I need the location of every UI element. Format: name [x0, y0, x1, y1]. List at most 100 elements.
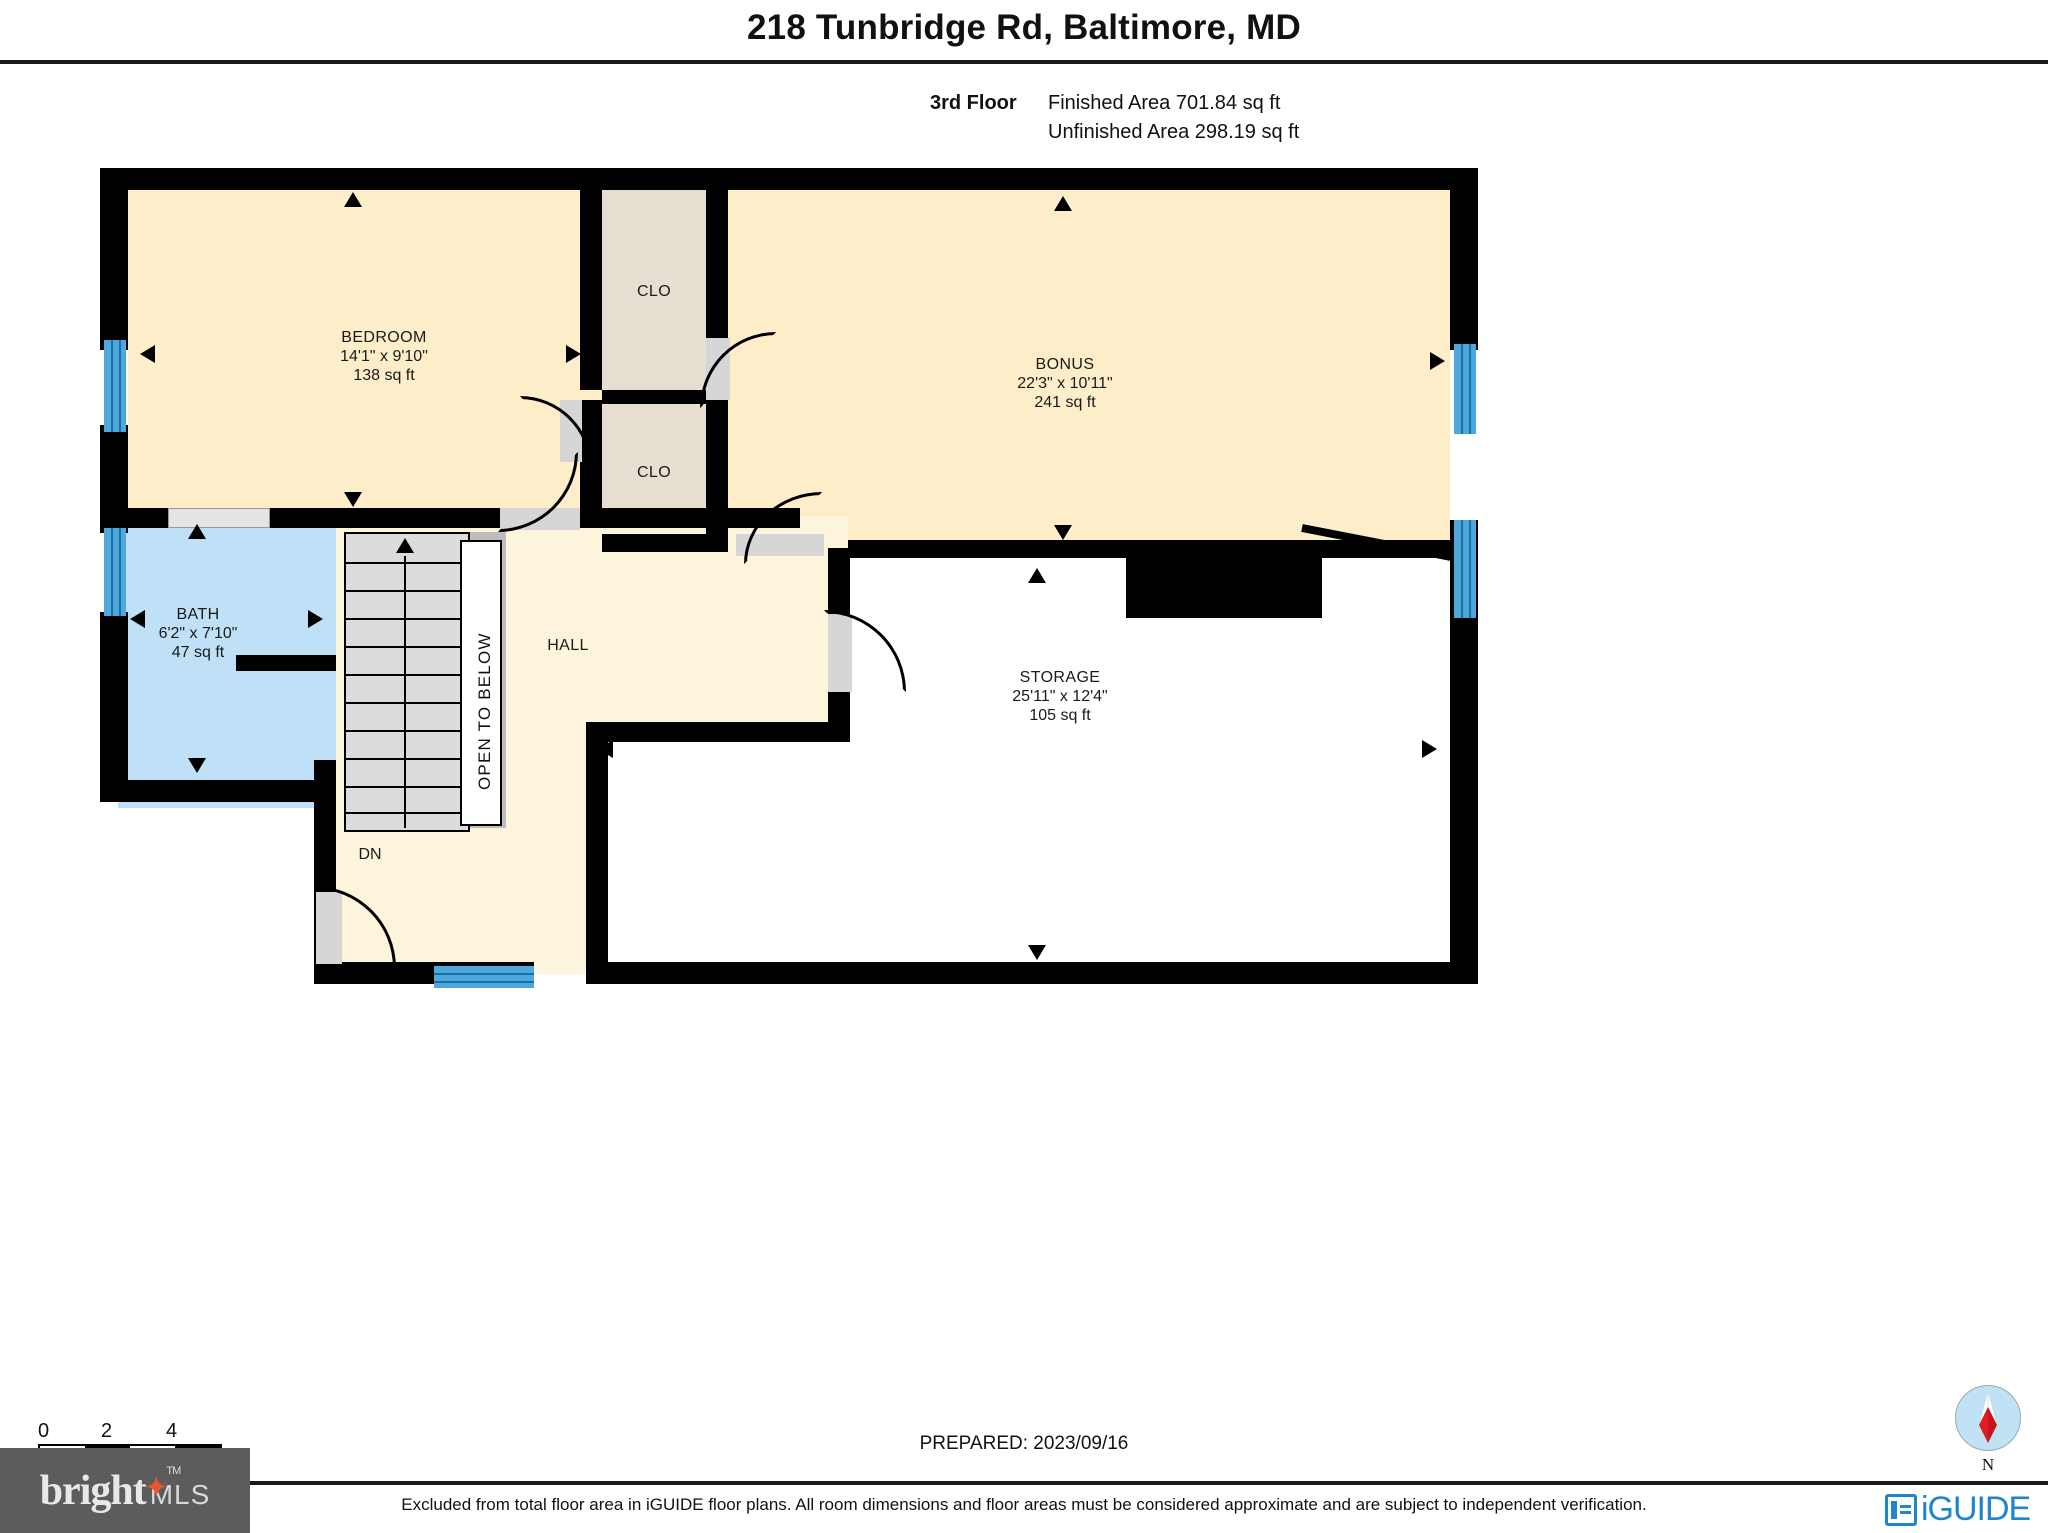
wall-exterior-right-upper	[1450, 168, 1478, 350]
page-title: 218 Tunbridge Rd, Baltimore, MD	[747, 8, 1301, 47]
window-bonus-east-lower	[1454, 520, 1476, 618]
room-label-closet-lower: CLO	[604, 463, 704, 482]
dim-arrow-storage-north	[1028, 568, 1046, 583]
wall-bonus-ledge	[1126, 540, 1322, 618]
compass-north-label: N	[1981, 1455, 1995, 1474]
scale-tick-labels: 0 2 4	[38, 1420, 248, 1444]
dim-arrow-storage-south	[1028, 945, 1046, 960]
wall-closet-right-upper	[706, 188, 728, 338]
window-bonus-east-upper	[1454, 344, 1476, 434]
iguide-mark-icon	[1885, 1493, 1917, 1526]
stair-step	[346, 674, 468, 676]
scale-tick-0: 0	[38, 1420, 50, 1442]
header-divider	[0, 60, 2048, 64]
stair-step	[346, 562, 468, 564]
wall-bedroom-right	[580, 188, 602, 390]
watermark-brand-label: bright	[39, 1467, 147, 1514]
unfinished-area-row: Unfinished Area 298.19 sq ft	[930, 121, 1299, 144]
room-name-bedroom: BEDROOM	[341, 329, 427, 346]
compass-needle-icon	[1978, 1390, 1998, 1443]
scale-tick-2: 2	[101, 1420, 113, 1442]
disclaimer-text: Excluded from total floor area in iGUIDE…	[401, 1495, 1647, 1514]
wall-exterior-left-bath-bottom	[100, 780, 316, 802]
open-to-below-label: OPEN TO BELOW	[475, 632, 494, 790]
wall-exterior-bottom-right	[586, 962, 1478, 984]
room-label-bonus: BONUS 22'3" x 10'11" 241 sq ft	[960, 355, 1170, 412]
dim-arrow-bonus-east	[1430, 352, 1445, 370]
room-name-closet-upper: CLO	[636, 283, 672, 300]
stair-step	[346, 758, 468, 760]
prepared-date: PREPARED: 2023/09/16	[919, 1433, 1129, 1454]
finished-area-value: Finished Area 701.84 sq ft	[1048, 92, 1281, 114]
room-name-bonus: BONUS	[1035, 356, 1095, 373]
stair-step	[346, 812, 468, 814]
room-name-storage: STORAGE	[1019, 669, 1101, 686]
room-name-bath: BATH	[176, 606, 220, 623]
unfinished-area-value: Unfinished Area 298.19 sq ft	[1048, 121, 1300, 143]
room-label-bath: BATH 6'2" x 7'10" 47 sq ft	[118, 605, 278, 662]
wall-hall-bottom	[586, 722, 850, 742]
iguide-logo: iGUIDE	[1885, 1490, 2031, 1529]
room-area-bedroom: 138 sq ft	[353, 367, 415, 384]
stair-step	[346, 590, 468, 592]
wall-closet-right-lower	[706, 400, 728, 546]
watermark-tm-label: TM	[166, 1464, 181, 1477]
stair-up-arrow-icon	[396, 538, 414, 553]
wall-closet-divider	[602, 390, 706, 404]
dim-arrow-bedroom-south	[344, 492, 362, 507]
room-dims-bedroom: 14'1" x 9'10"	[340, 348, 428, 365]
scale-tick-4: 4	[166, 1420, 178, 1442]
window-bedroom-west	[104, 340, 126, 432]
room-label-storage: STORAGE 25'11" x 12'4" 105 sq ft	[955, 668, 1165, 725]
room-area-bath: 47 sq ft	[171, 644, 225, 661]
room-bonus-fill	[712, 188, 1450, 548]
room-label-hall: HALL	[518, 636, 618, 655]
watermark-sub-label: MLS	[149, 1478, 211, 1510]
star-icon: ✦	[145, 1472, 168, 1502]
compass-rose-icon	[1955, 1385, 2021, 1451]
wall-hall-left-lower	[586, 722, 608, 984]
room-closet-upper-fill	[602, 188, 706, 393]
dim-arrow-bonus-north	[1054, 196, 1072, 211]
floor-label: 3rd Floor	[930, 92, 1017, 114]
dim-arrow-bedroom-east	[566, 345, 581, 363]
room-area-storage: 105 sq ft	[1029, 707, 1091, 724]
window-hall-south	[434, 966, 534, 988]
dim-arrow-bath-east	[308, 610, 323, 628]
wall-exterior-right-lower	[1450, 612, 1478, 980]
wall-exterior-left-upper	[100, 168, 128, 350]
dim-arrow-bonus-south	[1054, 525, 1072, 540]
room-label-bedroom: BEDROOM 14'1" x 9'10" 138 sq ft	[264, 328, 504, 385]
staircase	[344, 532, 470, 832]
floor-area-summary: 3rd Floor Finished Area 701.84 sq ft Unf…	[930, 92, 1299, 150]
stair-centerline	[404, 556, 406, 828]
dim-arrow-storage-east	[1422, 740, 1437, 758]
room-dims-storage: 25'11" x 12'4"	[1012, 688, 1108, 705]
dim-arrow-bedroom-west	[140, 345, 155, 363]
wall-closet-bottom	[602, 534, 728, 552]
stairs-down-label: DN	[358, 846, 382, 863]
room-dims-bonus: 22'3" x 10'11"	[1017, 375, 1113, 392]
wall-exterior-left-lower	[100, 612, 128, 802]
wall-bath-step	[236, 655, 336, 671]
room-area-bonus: 241 sq ft	[1034, 394, 1096, 411]
open-to-below-void	[460, 540, 502, 826]
room-dims-bath: 6'2" x 7'10"	[158, 625, 238, 642]
dim-arrow-storage-west	[598, 740, 613, 758]
room-name-closet-lower: CLO	[636, 464, 672, 481]
dim-arrow-bath-north	[188, 524, 206, 539]
window-bath-west	[104, 528, 126, 616]
dim-arrow-bath-south	[188, 758, 206, 773]
dim-arrow-bedroom-north	[344, 192, 362, 207]
wall-bedroom-bottom	[128, 508, 800, 528]
room-name-hall: HALL	[547, 637, 589, 654]
wall-exterior-top	[100, 168, 1472, 190]
stair-step	[346, 702, 468, 704]
stair-step	[346, 618, 468, 620]
stair-step	[346, 646, 468, 648]
dim-arrow-bath-west	[130, 610, 145, 628]
footer-divider	[0, 1481, 2048, 1485]
iguide-wordmark: iGUIDE	[1921, 1490, 2031, 1528]
